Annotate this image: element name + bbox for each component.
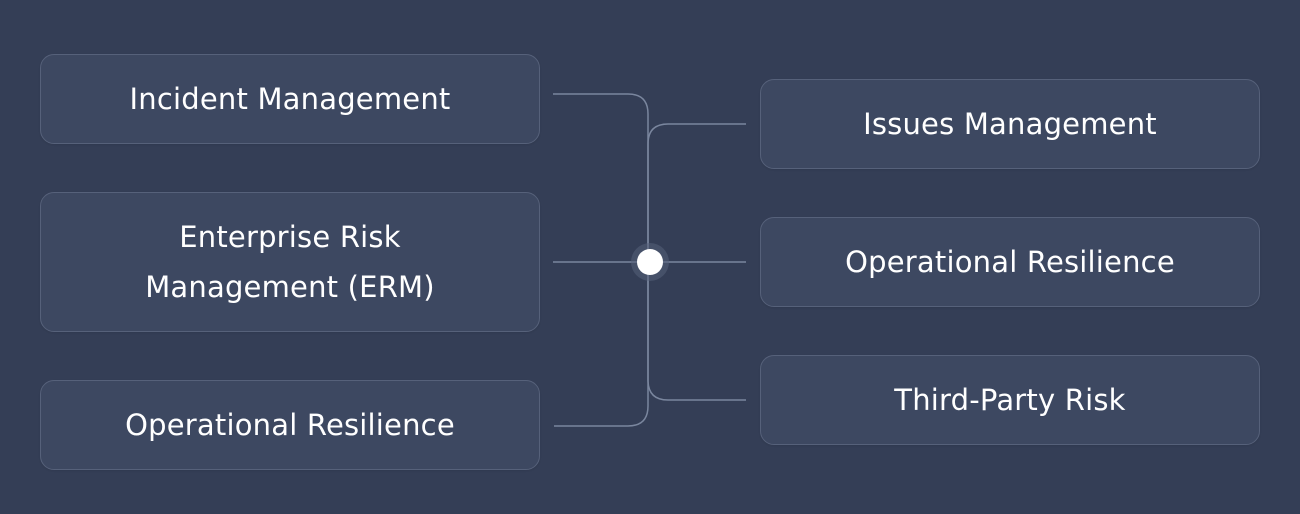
node-incident-management: Incident Management xyxy=(40,54,540,144)
connector-third-party-risk xyxy=(647,262,746,401)
hub-node-halo xyxy=(631,243,669,281)
node-label: Operational Resilience xyxy=(125,408,455,442)
hub-node xyxy=(637,249,663,275)
node-label: Incident Management xyxy=(129,82,451,116)
connector-operational-resilience-left xyxy=(554,262,649,427)
node-label: Enterprise Risk Management (ERM) xyxy=(145,220,435,304)
node-third-party-risk: Third-Party Risk xyxy=(760,355,1260,445)
node-label: Issues Management xyxy=(863,107,1157,141)
node-operational-resilience-right: Operational Resilience xyxy=(760,217,1260,307)
node-label: Operational Resilience xyxy=(845,245,1175,279)
connector-incident-management xyxy=(553,93,649,262)
connector-issues-management xyxy=(647,123,746,262)
node-label: Third-Party Risk xyxy=(894,383,1126,417)
node-issues-management: Issues Management xyxy=(760,79,1260,169)
node-enterprise-risk-management: Enterprise Risk Management (ERM) xyxy=(40,192,540,332)
node-operational-resilience-left: Operational Resilience xyxy=(40,380,540,470)
